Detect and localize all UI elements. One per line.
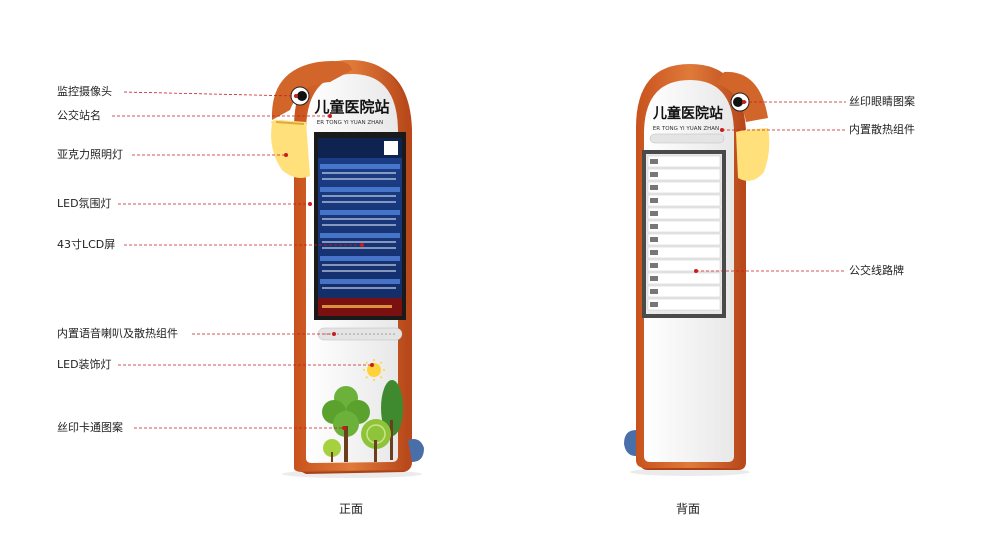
callout-route-board: 公交线路牌 xyxy=(849,264,904,277)
callout-cooling: 内置散热组件 xyxy=(849,123,915,136)
callout-led-ambient: LED氛围灯 xyxy=(57,197,112,210)
back-sign-title: 儿童医院站 xyxy=(652,105,723,122)
back-callout-lines xyxy=(694,100,846,273)
callout-cartoon-print: 丝印卡通图案 xyxy=(57,421,123,434)
back-beak xyxy=(736,128,770,181)
front-kiosk: 儿童医院站 ER TONG YI YUAN ZHAN xyxy=(271,60,424,478)
cartoon-trees xyxy=(322,380,403,462)
front-tail xyxy=(408,439,424,462)
back-tail xyxy=(624,430,636,456)
callout-eye-print: 丝印眼睛图案 xyxy=(849,95,915,108)
callout-speaker: 内置语音喇叭及散热组件 xyxy=(57,327,178,340)
front-callout-lines xyxy=(112,91,374,430)
callout-acrylic-light: 亚克力照明灯 xyxy=(57,148,123,161)
front-sign-title: 儿童医院站 xyxy=(313,98,389,116)
front-sign-subtitle: ER TONG YI YUAN ZHAN xyxy=(317,120,383,126)
sun-decor-light xyxy=(363,359,385,381)
route-board-rows xyxy=(647,155,721,311)
front-beak xyxy=(271,120,310,178)
callout-station-name: 公交站名 xyxy=(57,109,101,122)
callout-led-decor: LED装饰灯 xyxy=(57,358,112,371)
back-sign-subtitle: ER TONG YI YUAN ZHAN xyxy=(653,126,719,132)
back-kiosk: 儿童医院站 ER TONG YI YUAN ZHAN xyxy=(624,64,770,476)
back-caption: 背面 xyxy=(676,502,701,516)
callout-lcd-screen: 43寸LCD屏 xyxy=(57,238,116,251)
back-vent xyxy=(649,133,725,144)
front-caption: 正面 xyxy=(339,502,364,516)
callout-camera: 监控摄像头 xyxy=(57,85,112,98)
